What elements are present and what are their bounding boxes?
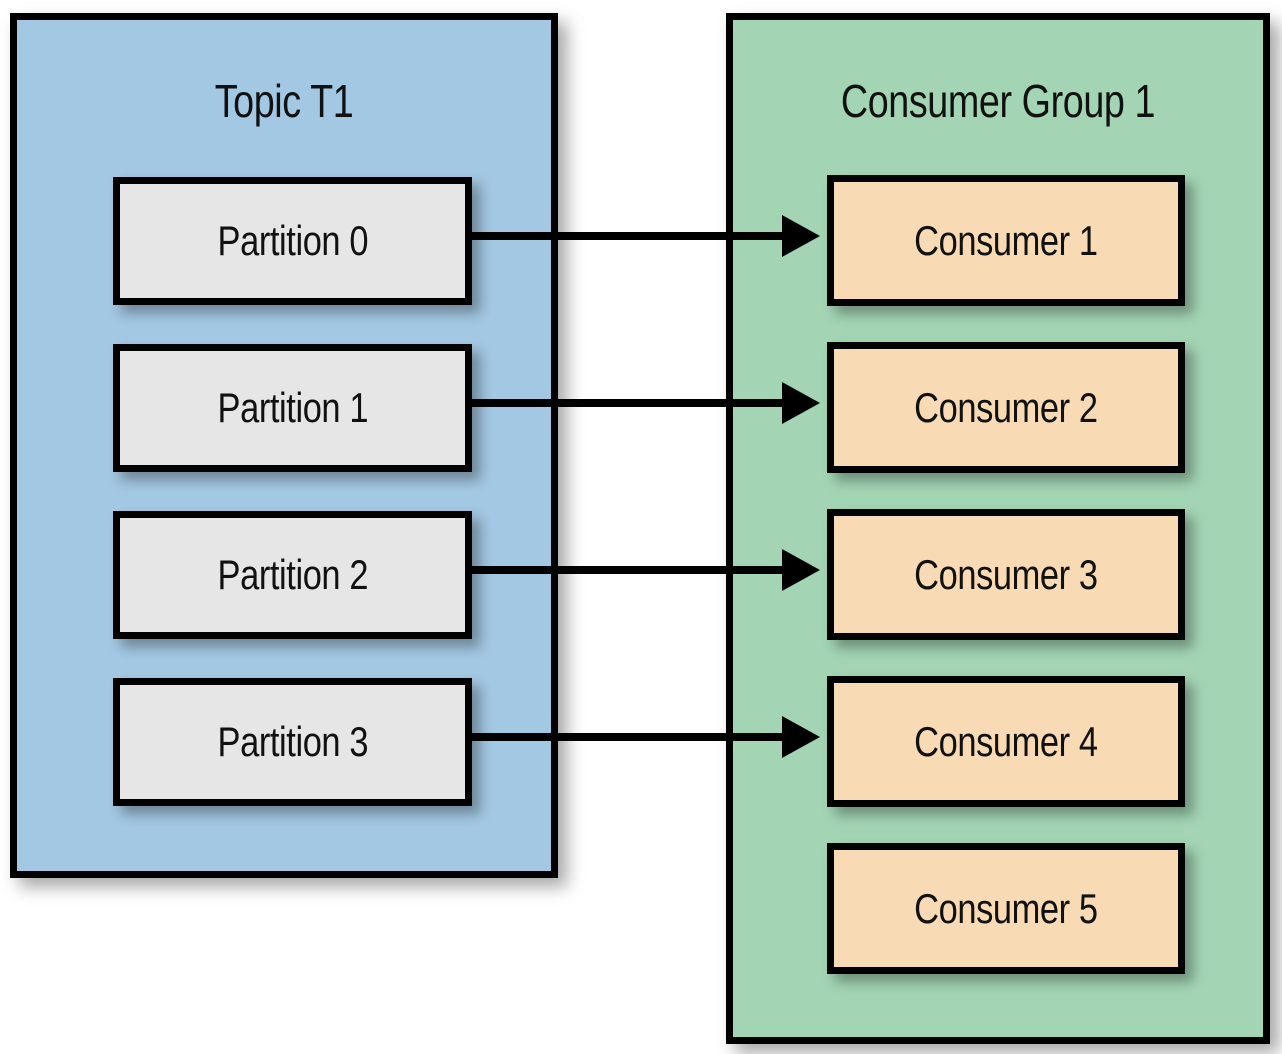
- arrow-head-icon: [782, 716, 820, 758]
- consumer-box-2[interactable]: Consumer 2: [827, 342, 1185, 473]
- partition-box-3[interactable]: Partition 3: [113, 678, 472, 806]
- consumer-group-panel-title: Consumer Group 1: [840, 75, 1156, 127]
- connector-line: [465, 232, 782, 240]
- partition-box-0[interactable]: Partition 0: [113, 177, 472, 305]
- arrow-head-icon: [782, 382, 820, 424]
- consumer-box-1[interactable]: Consumer 1: [827, 175, 1185, 306]
- consumer-box-5[interactable]: Consumer 5: [827, 843, 1185, 974]
- partition-box-2[interactable]: Partition 2: [113, 511, 472, 639]
- consumer-label-1: Consumer 1: [914, 216, 1098, 264]
- topic-panel-title: Topic T1: [214, 75, 354, 127]
- partition-label-3: Partition 3: [217, 718, 368, 765]
- partition-label-0: Partition 0: [217, 217, 368, 264]
- consumer-group-panel: Consumer Group 1 Consumer 1 Consumer 2 C…: [726, 13, 1270, 1044]
- connector-line: [465, 399, 782, 407]
- connector-line: [465, 566, 782, 574]
- connector-line: [465, 733, 782, 741]
- arrow-head-icon: [782, 549, 820, 591]
- consumer-box-4[interactable]: Consumer 4: [827, 676, 1185, 807]
- consumer-label-2: Consumer 2: [914, 383, 1098, 431]
- consumer-box-3[interactable]: Consumer 3: [827, 509, 1185, 640]
- consumer-label-3: Consumer 3: [914, 550, 1098, 598]
- topic-panel: Topic T1 Partition 0 Partition 1 Partiti…: [10, 13, 558, 878]
- arrow-head-icon: [782, 215, 820, 257]
- partition-box-1[interactable]: Partition 1: [113, 344, 472, 472]
- partition-label-1: Partition 1: [217, 384, 368, 431]
- consumer-label-5: Consumer 5: [914, 884, 1098, 932]
- consumer-label-4: Consumer 4: [914, 717, 1098, 765]
- partition-label-2: Partition 2: [217, 551, 368, 598]
